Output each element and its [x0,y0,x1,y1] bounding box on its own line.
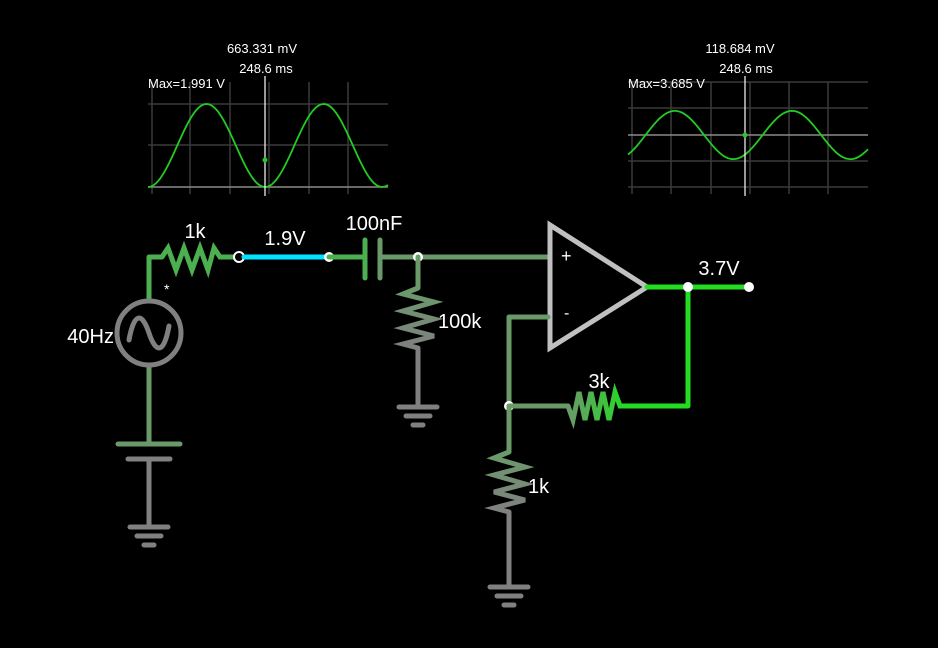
scope-input-max-label: Max=1.991 V [148,76,225,91]
node-output-terminal[interactable] [744,282,754,292]
resistor-r-bias-label: 100k [438,311,482,333]
resistor-r-feedback-label: 3k [588,371,610,393]
scope-output-cursor-dot [742,132,748,138]
resistor-r-in-label: 1k [184,221,206,243]
scope-output[interactable]: 118.684 mV 248.6 ms Max=3.685 V [627,41,869,196]
wire-feedback-to-output[interactable] [625,284,691,409]
scope-input-trace [147,103,389,188]
scope-input-cursor-dot [262,157,268,163]
ground-bias [396,404,440,428]
opamp-plus-label: + [561,246,572,266]
opamp[interactable] [547,220,652,353]
node-output-junction[interactable] [683,282,693,292]
scope-output-readout-time: 248.6 ms [719,61,773,76]
opamp-minus-label: - [564,305,569,322]
scope-output-trace [627,109,869,160]
scope-output-max-label: Max=3.685 V [628,76,705,91]
sine-wave-icon [126,315,172,351]
resistor-r-ground[interactable] [484,449,535,515]
ground-r-ground [487,584,531,608]
scope-input-grid [148,82,388,194]
resistor-r-ground-label: 1k [528,476,550,498]
scope-output-readout-value: 118.684 mV [705,41,774,56]
scope-input-readout-time: 248.6 ms [239,61,293,76]
wire-opamp-minus[interactable] [506,314,551,409]
scope-input-readout-value: 663.331 mV [227,41,297,56]
source-marker: * [164,281,170,297]
source-frequency-label: 40Hz [67,326,114,348]
resistor-r-in[interactable] [159,240,236,279]
ac-source[interactable] [114,298,184,368]
scope-output-grid [628,81,868,194]
wire-source-to-r-in[interactable] [146,254,165,303]
scope-input[interactable]: 663.331 mV 248.6 ms Max=1.991 V [147,41,389,196]
node-voltage-label: 1.9V [264,228,306,250]
capacitor-label: 100nF [346,213,403,235]
resistor-r-feedback[interactable] [565,382,628,430]
resistor-r-bias[interactable] [393,285,444,351]
ground-source [127,524,171,548]
output-voltage-label: 3.7V [698,258,740,280]
